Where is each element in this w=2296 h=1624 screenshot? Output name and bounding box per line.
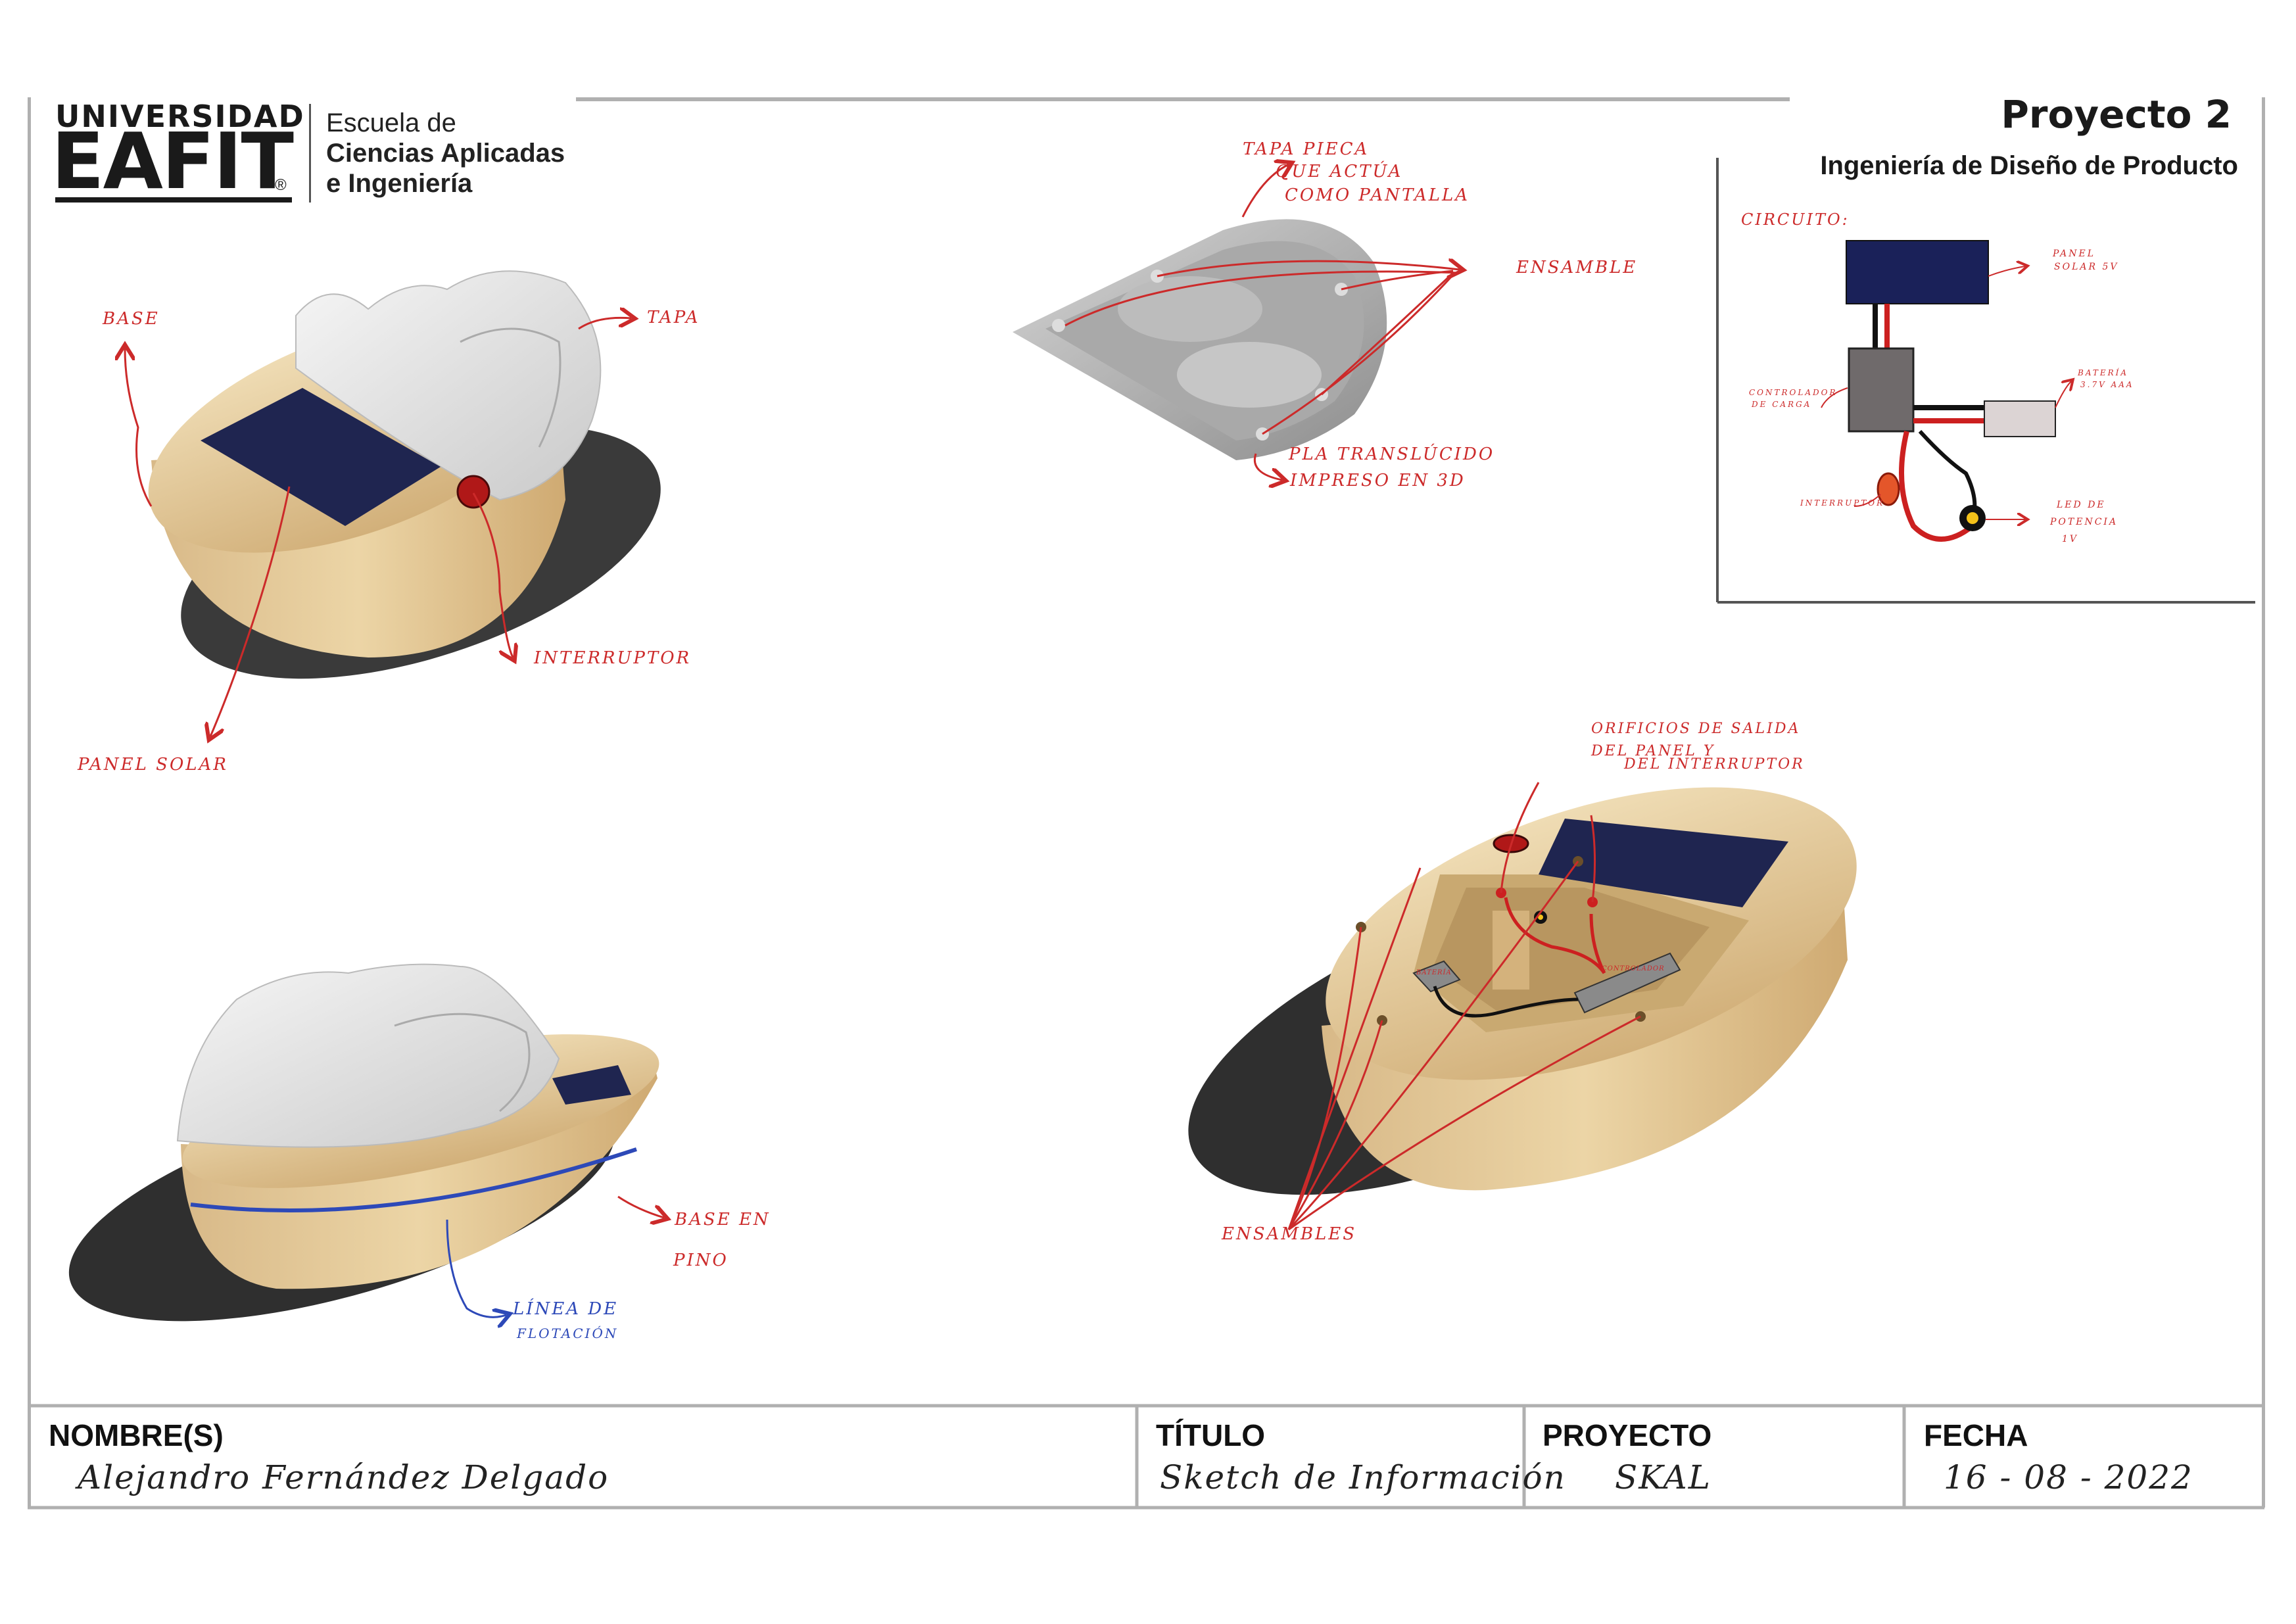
circuit-panel-2: SOLAR 5V: [2054, 262, 2119, 272]
circuit-controlador-2: DE CARGA: [1752, 400, 1812, 409]
label-pla-1: PLA TRANSLÚCIDO: [1289, 444, 1495, 464]
label-panel-solar: PANEL SOLAR: [78, 755, 228, 775]
circuit-diagram: [1716, 158, 2255, 604]
fecha-label: FECHA: [1924, 1418, 2028, 1452]
label-orificios-3: DEL INTERRUPTOR: [1624, 756, 1805, 773]
boat-open-view: [1188, 787, 1857, 1195]
label-base: BASE: [103, 309, 160, 329]
label-linea-2: FLOTACIÓN: [517, 1325, 619, 1341]
eafit-logo: EAFIT: [51, 116, 294, 206]
boat-closed-view: [148, 270, 661, 679]
label-tapa-pieza-1: TAPA PIECA: [1243, 139, 1370, 159]
circuit-bateria-2: 3.7V AAA: [2080, 380, 2134, 389]
label-linea-1: LÍNEA DE: [513, 1299, 619, 1319]
label-ensamble: ENSAMBLE: [1516, 258, 1638, 277]
project-subtitle: Ingeniería de Diseño de Producto: [1820, 151, 2238, 180]
label-tapa: TAPA: [647, 308, 700, 327]
frame-top-line: [576, 97, 1790, 101]
fecha-value: 16 - 08 - 2022: [1944, 1458, 2193, 1496]
titulo-value: Sketch de Información: [1160, 1458, 1566, 1496]
boat-side-view: [68, 963, 659, 1322]
frame-left-line: [28, 97, 31, 1508]
label-base-pino-1: BASE EN: [675, 1210, 771, 1230]
circuit-led-3: 1V: [2062, 534, 2079, 544]
logo-underline: [55, 197, 292, 203]
logo-separator: [309, 104, 311, 203]
school-line-2: Ciencias Aplicadas: [326, 139, 565, 168]
circuit-controlador-1: CONTROLADOR: [1749, 388, 1838, 397]
title-block-lines: [28, 1404, 2264, 1510]
label-pla-2: IMPRESO EN 3D: [1290, 471, 1466, 490]
university-logo-text: UNIVERSIDAD: [55, 99, 305, 134]
label-base-pino-2: PINO: [673, 1251, 729, 1270]
label-orificios-2: DEL PANEL Y: [1591, 743, 1715, 759]
nombre-value: Alejandro Fernández Delgado: [78, 1458, 610, 1496]
label-interruptor: INTERRUPTOR: [534, 648, 692, 668]
school-line-3: e Ingeniería: [326, 169, 473, 198]
label-ensambles: ENSAMBLES: [1222, 1224, 1357, 1244]
school-line-1: Escuela de: [326, 108, 456, 137]
label-tapa-pieza-3: COMO PANTALLA: [1285, 185, 1470, 205]
circuit-title: CIRCUITO:: [1741, 210, 1850, 229]
frame-right-line: [2262, 97, 2265, 1508]
label-orificios-1: ORIFICIOS DE SALIDA: [1591, 721, 1801, 737]
titulo-label: TÍTULO: [1156, 1418, 1266, 1452]
nombre-label: NOMBRE(S): [49, 1418, 224, 1452]
school-name: Escuela de Ciencias Aplicadas e Ingenier…: [326, 108, 565, 199]
circuit-panel-1: PANEL: [2053, 249, 2096, 259]
registered-mark: ®: [275, 176, 287, 194]
circuit-led-2: POTENCIA: [2050, 517, 2118, 527]
proyecto-value: SKAL: [1615, 1458, 1711, 1496]
lid-shell-view: [1013, 219, 1387, 460]
circuit-led-1: LED DE: [2057, 500, 2106, 510]
inner-label-bateria: BATERÍA: [1416, 969, 1452, 976]
project-title: Proyecto 2: [2001, 92, 2232, 137]
inner-label-controlador: CONTROLADOR: [1602, 965, 1665, 972]
circuit-bateria-1: BATERÍA: [2078, 368, 2129, 377]
proyecto-label: PROYECTO: [1543, 1418, 1712, 1452]
circuit-interruptor: INTERRUPTOR: [1800, 498, 1885, 508]
label-tapa-pieza-2: QUE ACTÚA: [1276, 162, 1403, 181]
